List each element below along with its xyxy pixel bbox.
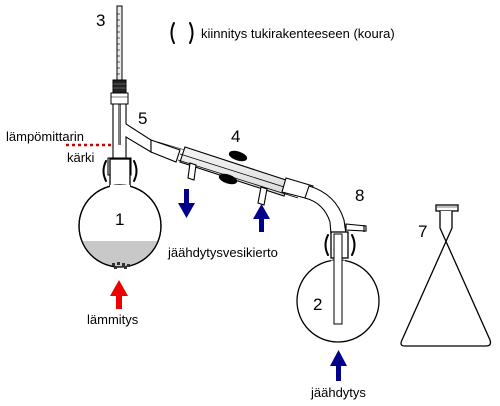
cooling-arrow <box>330 350 347 381</box>
erlenmeyer-flask <box>400 204 492 347</box>
label-number-boiling-flask: 1 <box>115 210 125 229</box>
liebig-condenser <box>177 146 314 206</box>
clamp-receiving-flask <box>324 234 356 256</box>
label-number-thermometer: 3 <box>96 11 106 30</box>
label-number-condenser: 4 <box>231 127 241 146</box>
boiling-stones <box>112 262 130 269</box>
thermometer <box>116 5 123 93</box>
clamp-condenser <box>218 150 248 185</box>
thermometer-adapter <box>110 79 129 105</box>
label-number-still-head: 5 <box>138 109 148 128</box>
still-head <box>66 103 186 163</box>
clamp-boiling-flask <box>102 160 138 182</box>
boiling-flask <box>78 158 162 268</box>
heating-arrow <box>110 280 128 309</box>
cooling-label: jäähdytys <box>311 385 366 400</box>
cooling-water-in-arrow <box>253 204 270 232</box>
cooling-water-label: jäähdytysvesikierto <box>168 245 278 260</box>
thermometer-tip-label-line2: kärki <box>67 150 95 165</box>
label-number-erlenmeyer: 7 <box>418 222 428 241</box>
label-number-receiving-flask: 2 <box>313 295 323 314</box>
clamp-legend-icon <box>170 22 194 44</box>
cooling-water-out-arrow <box>178 189 195 218</box>
clamp-legend-label: kiinnitys tukirakenteeseen (koura) <box>201 26 395 41</box>
heating-label: lämmitys <box>87 312 139 327</box>
thermometer-tip-label-line1: lämpömittarin <box>6 129 85 144</box>
receiving-flask <box>296 231 380 343</box>
label-number-adapter: 8 <box>355 186 365 205</box>
distillation-adapter <box>304 185 367 235</box>
